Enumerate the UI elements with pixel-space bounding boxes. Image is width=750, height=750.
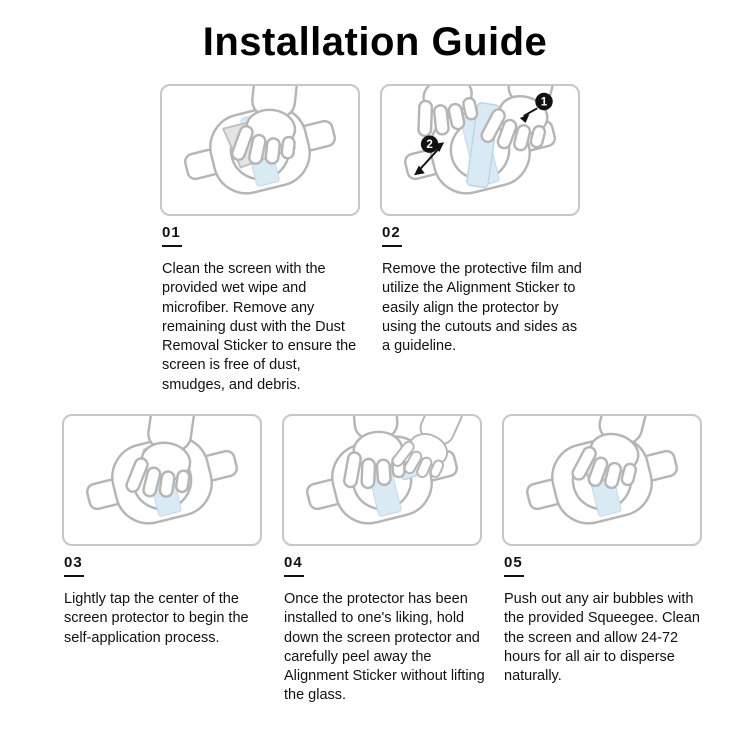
step-number: 01 [162,224,367,247]
badge-2-circle [420,135,439,153]
step-04-info: 04 Once the protector has been installed… [284,554,489,706]
step-02-info: 02 Remove the protective film and utiliz… [382,224,587,356]
hand-squeegee-icon [517,416,687,539]
hands-aligning-sticker-icon: 1 2 [395,86,566,209]
hand-icon [228,86,305,170]
step-05-illustration-box [502,414,702,546]
page-title: Installation Guide [202,20,548,64]
step-01-illustration-box [160,84,360,216]
arrow-1-head [519,114,530,123]
badge-1-circle [535,92,553,111]
step-number: 04 [284,554,489,577]
arrow-1 [523,107,538,117]
step-number: 03 [64,554,269,577]
step-04-illustration-box [282,414,482,546]
step-number: 05 [504,554,709,577]
hand-peeling-sticker-icon [297,416,470,539]
step-description: Push out any air bubbles with the provid… [504,591,700,685]
finger-tapping-protector-icon [77,416,247,539]
step-03-illustration-box [62,414,262,546]
step-description: Lightly tap the center of the screen pro… [64,591,249,646]
step-description: Clean the screen with the provided wet w… [162,261,357,393]
hand-wiping-watch-icon [175,86,345,209]
step-description: Remove the protective film and utilize t… [382,261,582,355]
step-03-info: 03 Lightly tap the center of the screen … [64,554,269,648]
arrow-2 [419,147,440,171]
badge-2-number: 2 [426,138,432,151]
step-02-illustration-box: 1 2 [380,84,580,216]
badge-1-number: 1 [541,95,548,108]
step-05-info: 05 Push out any air bubbles with the pro… [504,554,709,686]
step-01-info: 01 Clean the screen with the provided we… [162,224,367,395]
arrow-2-head-a [414,165,425,176]
step-number: 02 [382,224,587,247]
step-description: Once the protector has been installed to… [284,591,485,704]
